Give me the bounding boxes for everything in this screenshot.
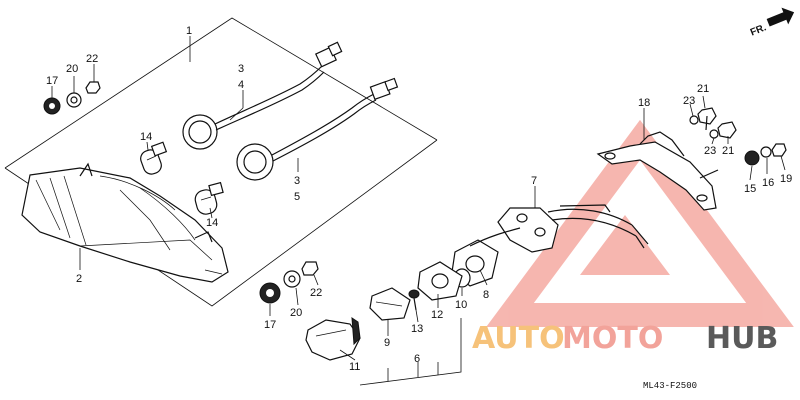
callout-6: 6 (414, 353, 420, 365)
callout-20-lower: 20 (290, 307, 302, 319)
bolt-lower (717, 121, 737, 139)
bolt-upper (697, 107, 717, 131)
callout-21-lower: 21 (722, 145, 734, 157)
callout-9: 9 (384, 337, 390, 349)
washer-upper (66, 92, 82, 108)
reflector-bracket (596, 131, 719, 211)
leader-lines (51, 36, 786, 386)
socket-harness-upper (182, 41, 343, 150)
callout-15: 15 (744, 183, 756, 195)
callout-10: 10 (455, 299, 467, 311)
washer-lower (283, 270, 301, 288)
callout-14-lower: 14 (206, 217, 218, 229)
callout-16: 16 (762, 177, 774, 189)
front-direction-label: FR. (749, 22, 768, 38)
drawing-code: ML43-F2500 (643, 381, 697, 391)
nut-19 (771, 143, 787, 157)
tail-lamp-unit (21, 162, 229, 283)
watermark-text: AUTO MOTO HUB (472, 321, 778, 356)
grommet-upper (43, 97, 61, 115)
nut-upper (85, 81, 101, 94)
bulb-lower (194, 181, 224, 215)
callout-5: 5 (294, 191, 300, 203)
collar-16 (760, 146, 772, 158)
grommet-15 (744, 150, 760, 166)
watermark-hub: HUB (706, 321, 778, 356)
callout-22-upper: 22 (86, 53, 98, 65)
callout-20-upper: 20 (66, 63, 78, 75)
callout-1: 1 (186, 25, 192, 37)
nut-lower (301, 261, 319, 276)
washer-23-lower (709, 129, 719, 139)
callout-23-upper: 23 (683, 95, 695, 107)
socket-harness-lower (236, 77, 399, 181)
callout-7: 7 (531, 175, 537, 187)
callout-labels: 1 2 3 4 3 5 14 14 17 20 22 17 20 22 7 8 … (46, 25, 792, 373)
grommet-lower (259, 282, 281, 304)
washer-23-upper (689, 115, 699, 125)
callout-2: 2 (76, 273, 82, 285)
callout-13: 13 (411, 323, 423, 335)
callout-19: 19 (780, 173, 792, 185)
watermark-auto: AUTO (472, 321, 565, 356)
watermark-triangle-logo (486, 119, 794, 327)
callout-8: 8 (483, 289, 489, 301)
screw (408, 289, 420, 311)
callout-23-lower: 23 (704, 145, 716, 157)
callout-17-upper: 17 (46, 75, 58, 87)
callout-3-lower: 3 (294, 175, 300, 187)
watermark-moto: MOTO (562, 321, 663, 356)
callout-3-upper: 3 (238, 63, 244, 75)
callout-14-upper: 14 (140, 131, 152, 143)
license-light-lens (369, 287, 411, 321)
callout-17-lower: 17 (264, 319, 276, 331)
callout-18: 18 (638, 97, 650, 109)
callout-11: 11 (349, 361, 360, 373)
front-arrow-icon (766, 7, 795, 27)
bulb-upper (140, 141, 168, 175)
license-light-gasket (417, 261, 463, 301)
license-light-cover (305, 317, 361, 361)
front-direction-indicator: FR. (749, 7, 795, 39)
callout-21-upper: 21 (697, 83, 709, 95)
callout-22-lower: 22 (310, 287, 322, 299)
license-light-bracket (497, 204, 649, 253)
callout-4: 4 (238, 79, 244, 91)
callout-12: 12 (431, 309, 443, 321)
